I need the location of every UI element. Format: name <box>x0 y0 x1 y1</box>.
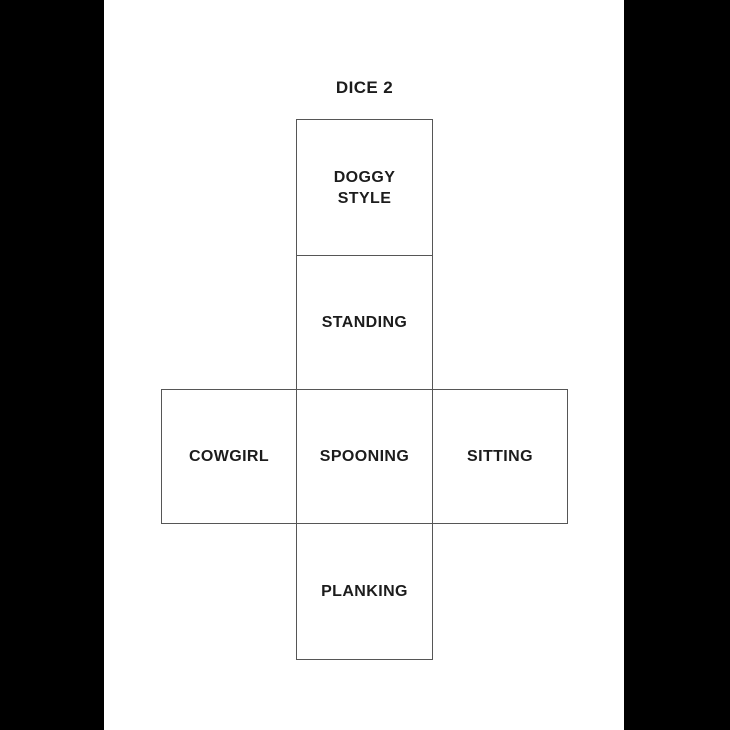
left-letterbox-bar <box>0 0 104 730</box>
die-face-label: PLANKING <box>321 583 408 600</box>
die-face-standing: STANDING <box>296 255 433 390</box>
die-face-sitting: SITTING <box>432 389 568 524</box>
die-face-label: COWGIRL <box>188 448 270 465</box>
die-face-label: SPOONING <box>319 448 410 465</box>
die-face-planking: PLANKING <box>296 523 433 660</box>
die-face-label: SITTING <box>467 448 533 465</box>
die-face-label: DOGGY STYLE <box>333 168 396 207</box>
die-face-cowgirl: COWGIRL <box>161 389 297 524</box>
page-title: DICE 2 <box>335 78 394 97</box>
die-face-label: STANDING <box>321 314 408 331</box>
die-face-doggy-style: DOGGY STYLE <box>296 119 433 256</box>
right-letterbox-bar <box>624 0 730 730</box>
die-face-spooning: SPOONING <box>296 389 433 524</box>
